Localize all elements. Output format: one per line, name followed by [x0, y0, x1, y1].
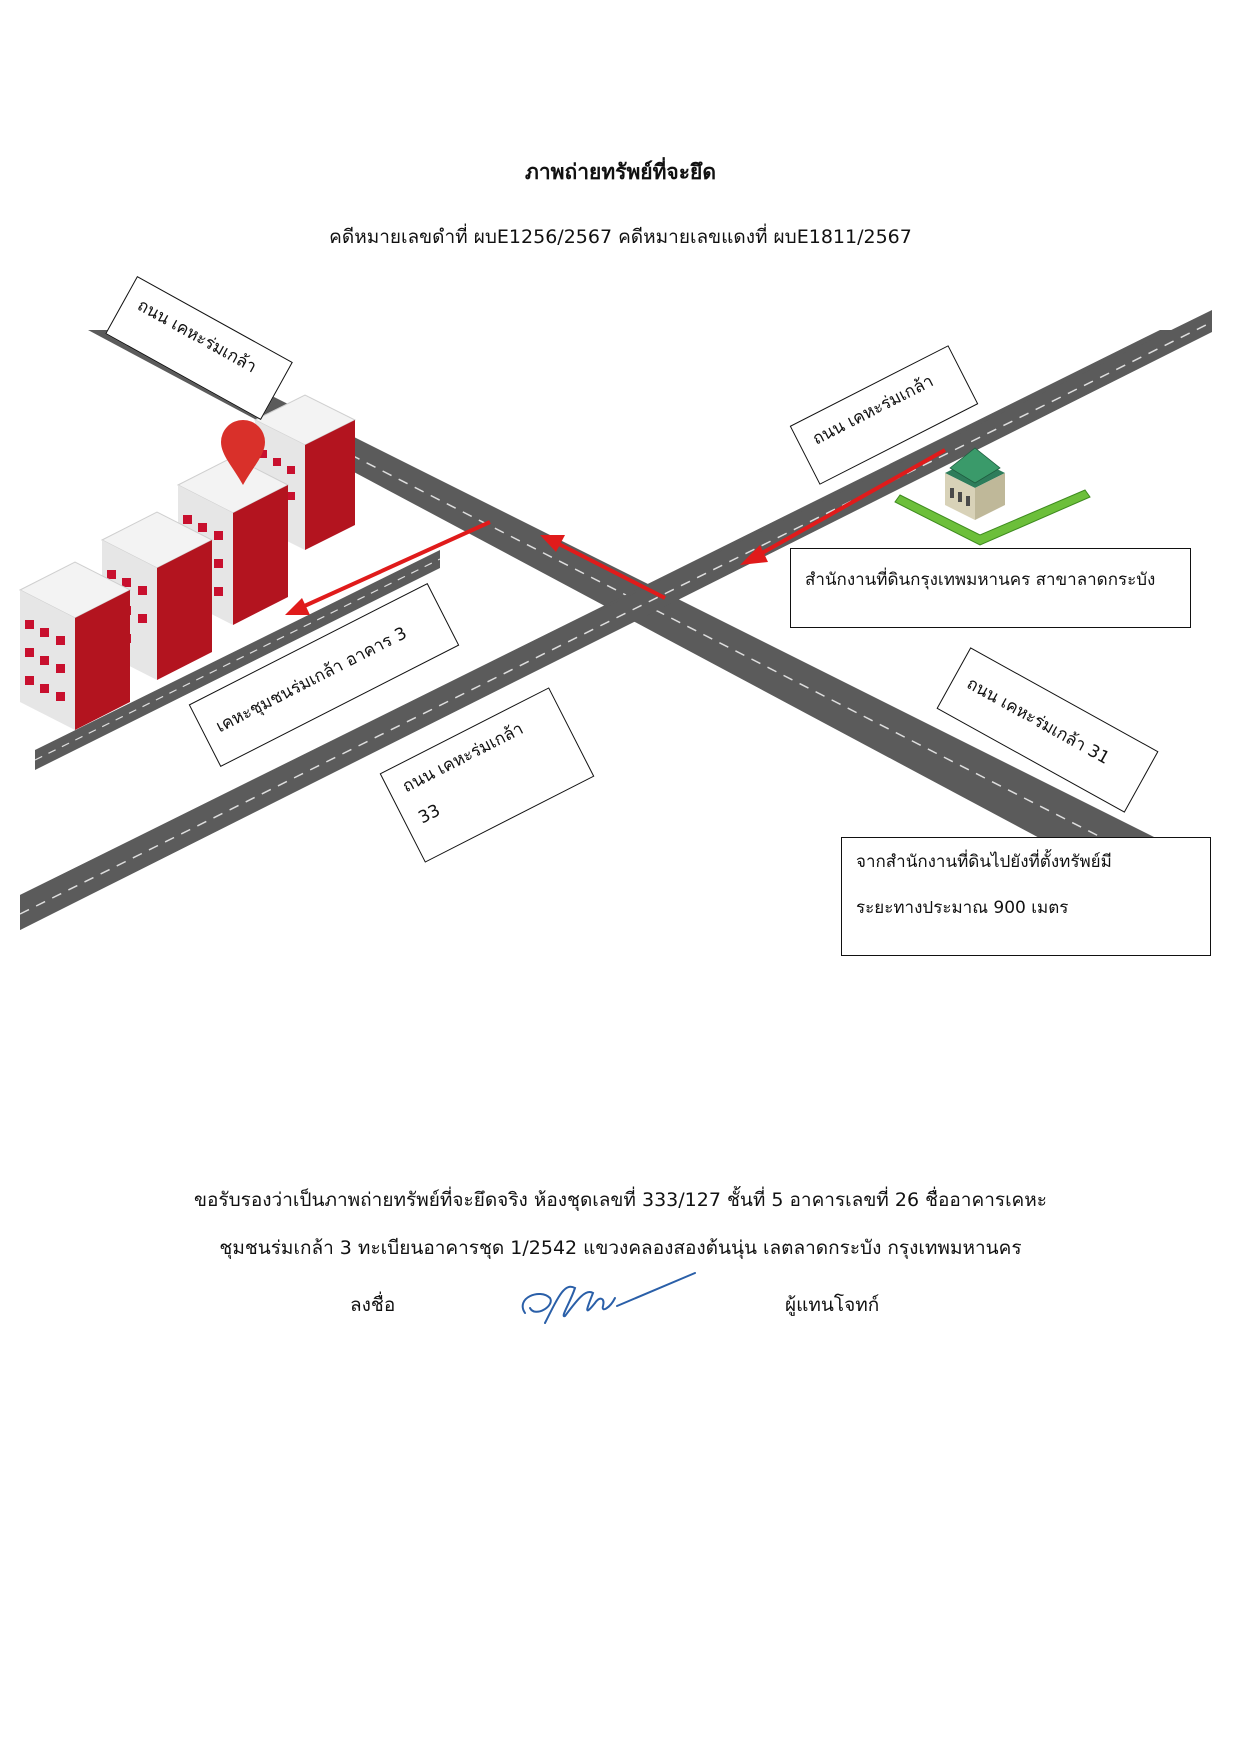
- certification-line-2: ชุมชนร่มเกล้า 3 ทะเบียนอาคารชุด 1/2542 แ…: [219, 1237, 1022, 1259]
- location-map: [18, 310, 1213, 930]
- location-pin-icon: [221, 420, 265, 485]
- road-c: [34, 550, 441, 770]
- land-office-building-icon: [894, 447, 1091, 546]
- signer-role: ผู้แทนโจทก์: [785, 1294, 880, 1316]
- certification-line-1: ขอรับรองว่าเป็นภาพถ่ายทรัพย์ที่จะยึดจริง…: [194, 1189, 1047, 1211]
- handwritten-signature: [521, 1272, 696, 1324]
- road-b: [19, 310, 1213, 930]
- label-distance: จากสำนักงานที่ดินไปยังที่ตั้งทรัพย์มี ระ…: [841, 837, 1211, 956]
- sign-label: ลงชื่อ: [350, 1294, 396, 1316]
- apartment-building-icon: [18, 394, 357, 730]
- page-title: ภาพถ่ายทรัพย์ที่จะยึด: [525, 160, 716, 184]
- label-land-office: สำนักงานที่ดินกรุงเทพมหานคร สาขาลาดกระบั…: [790, 548, 1191, 628]
- case-number-line: คดีหมายเลขดำที่ ผบE1256/2567 คดีหมายเลขแ…: [329, 226, 912, 248]
- route-arrows: [285, 448, 946, 615]
